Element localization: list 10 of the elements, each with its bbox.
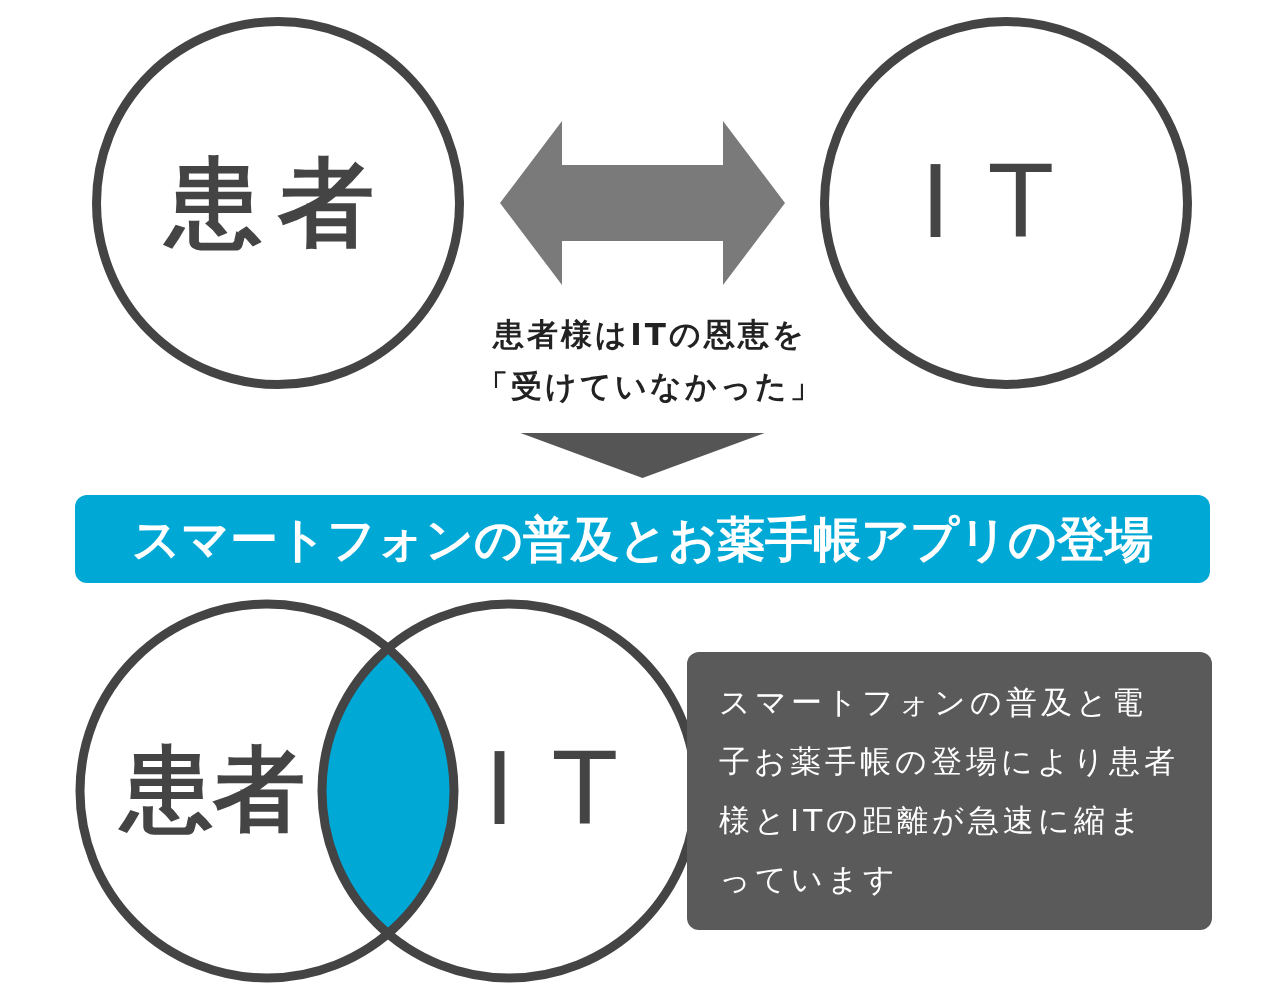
message-panel xyxy=(687,652,1212,930)
banner xyxy=(75,495,1210,583)
node-label: スマートフォンの普及と電子お薬手帳の登場により患者様とITの距離が急速に縮まっています xyxy=(719,683,1180,899)
node-label: スマートフォンの普及とお薬手帳アプリの登場 xyxy=(132,515,1153,563)
node-label: IT xyxy=(920,153,1092,253)
node-label: 患者 xyxy=(120,744,305,836)
down-arrow xyxy=(520,433,765,478)
node-label: IT xyxy=(484,740,656,840)
node-label: 患者様はITの恩恵を「受けていなかった」 xyxy=(475,315,825,406)
double-arrow xyxy=(500,121,785,285)
